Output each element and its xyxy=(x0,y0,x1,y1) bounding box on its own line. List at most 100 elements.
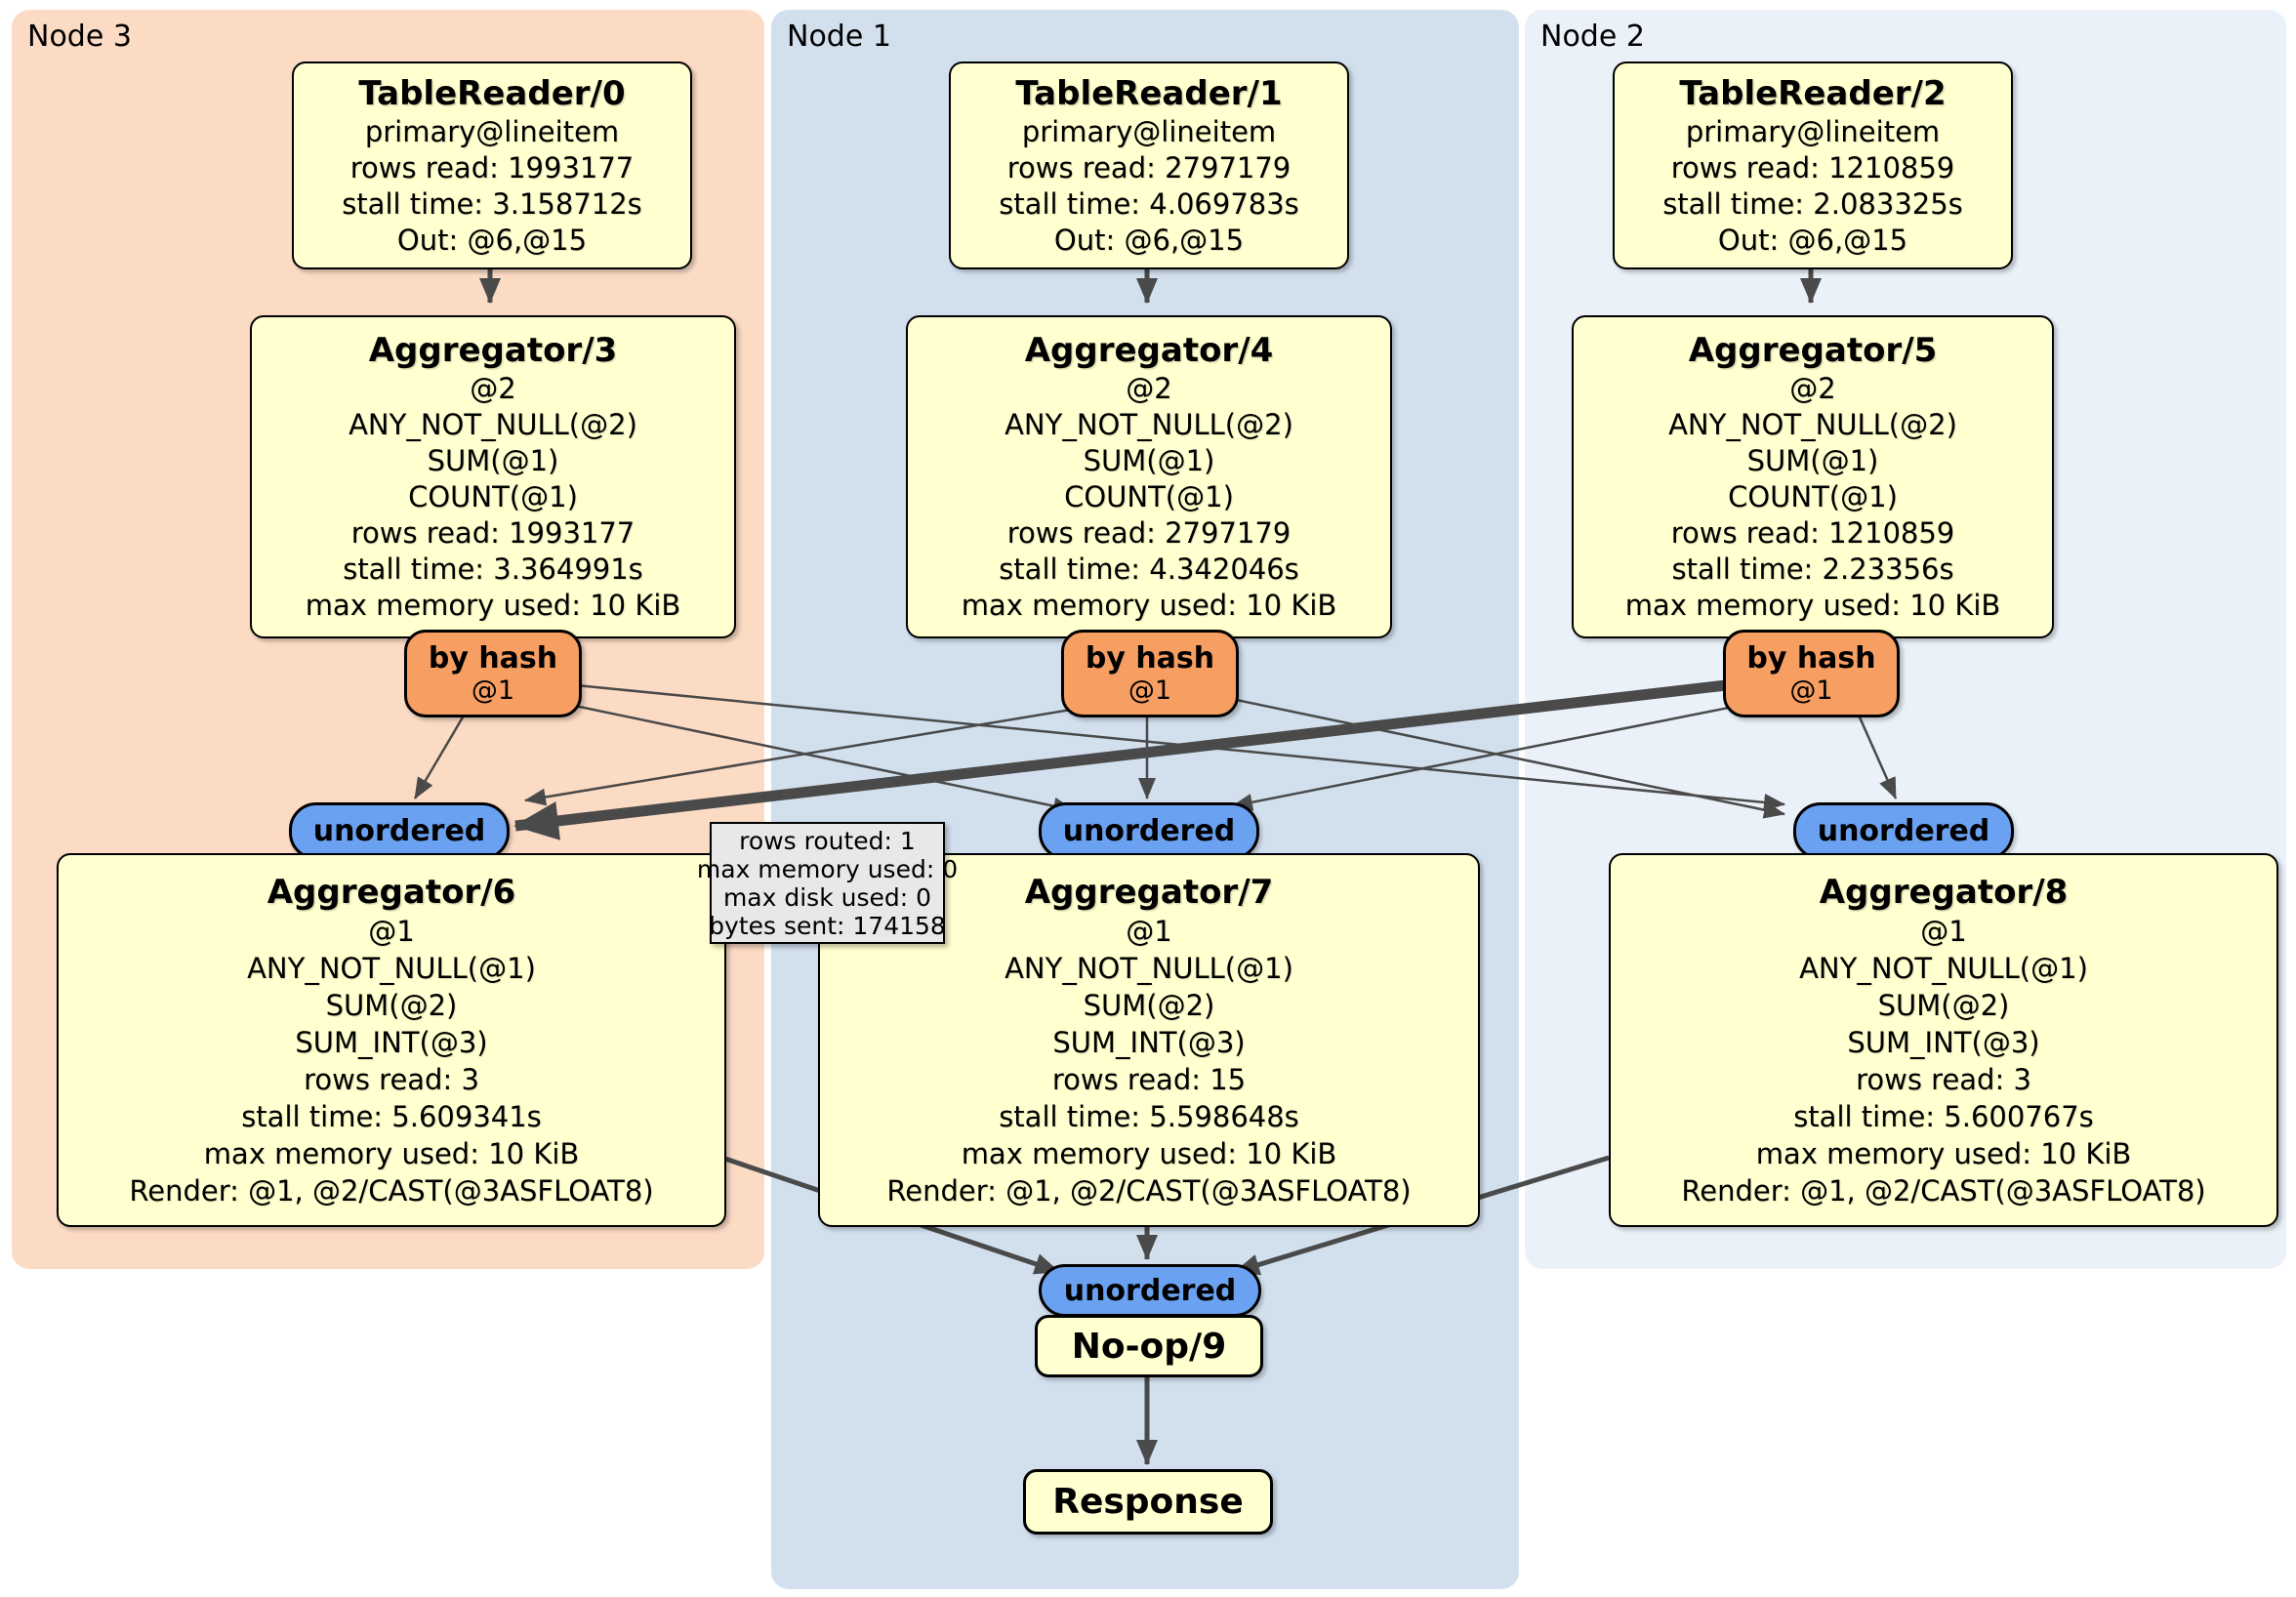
processor-noop-9[interactable]: No-op/9 xyxy=(1035,1315,1263,1377)
edge-stats-tooltip: rows routed: 1 max memory used: 0 max di… xyxy=(697,822,958,944)
stat-line: @1 xyxy=(1126,914,1172,948)
stat-line: max memory used: 10 KiB xyxy=(305,589,681,622)
stat-line: @2 xyxy=(1789,372,1836,405)
sync-unordered-n3[interactable]: unordered xyxy=(289,802,510,860)
stat-line: COUNT(@1) xyxy=(1064,480,1234,513)
stat-line: ANY_NOT_NULL(@2) xyxy=(1004,408,1293,441)
tooltip-line: max memory used: 0 xyxy=(696,854,959,883)
stat-line: ANY_NOT_NULL(@1) xyxy=(1799,951,2088,985)
sync-label: unordered xyxy=(1062,814,1236,848)
sync-unordered-n1[interactable]: unordered xyxy=(1039,802,1259,860)
stat-line: max memory used: 10 KiB xyxy=(961,1136,1337,1170)
response-box[interactable]: Response xyxy=(1023,1469,1273,1535)
stat-line: SUM_INT(@3) xyxy=(1847,1025,2040,1059)
stat-line: rows read: 2797179 xyxy=(1006,516,1292,550)
processor-aggregator-3[interactable]: Aggregator/3 @2 ANY_NOT_NULL(@2) SUM(@1)… xyxy=(250,315,736,638)
processor-title: Aggregator/4 xyxy=(1024,331,1274,370)
processor-aggregator-4[interactable]: Aggregator/4 @2 ANY_NOT_NULL(@2) SUM(@1)… xyxy=(906,315,1392,638)
processor-aggregator-5[interactable]: Aggregator/5 @2 ANY_NOT_NULL(@2) SUM(@1)… xyxy=(1572,315,2054,638)
stat-line: SUM(@1) xyxy=(1746,444,1879,477)
router-label: by hash xyxy=(1746,641,1876,676)
stat-line: Out: @6,@15 xyxy=(1053,223,1245,257)
router-detail: @1 xyxy=(471,676,515,706)
stat-line: COUNT(@1) xyxy=(408,480,578,513)
stat-line: @2 xyxy=(470,372,516,405)
router-detail: @1 xyxy=(1128,676,1172,706)
stat-line: SUM(@2) xyxy=(1877,988,2010,1022)
processor-title: TableReader/0 xyxy=(358,73,626,113)
stat-line: max memory used: 10 KiB xyxy=(203,1136,580,1170)
sync-label: unordered xyxy=(312,814,486,848)
stat-line: SUM(@1) xyxy=(1083,444,1215,477)
stat-line: stall time: 2.083325s xyxy=(1662,186,1963,221)
stat-line: SUM(@1) xyxy=(427,444,559,477)
processor-tablereader-1[interactable]: TableReader/1 primary@lineitem rows read… xyxy=(949,61,1349,269)
stat-line: max memory used: 10 KiB xyxy=(1624,589,2001,622)
stat-line: ANY_NOT_NULL(@2) xyxy=(348,408,637,441)
stat-line: stall time: 4.342046s xyxy=(999,553,1299,586)
stat-line: @1 xyxy=(1920,914,1967,948)
sync-unordered-final[interactable]: unordered xyxy=(1039,1264,1261,1317)
processor-tablereader-2[interactable]: TableReader/2 primary@lineitem rows read… xyxy=(1613,61,2013,269)
stat-line: ANY_NOT_NULL(@1) xyxy=(247,951,536,985)
stat-line: SUM_INT(@3) xyxy=(1052,1025,1246,1059)
router-byhash-n2[interactable]: by hash @1 xyxy=(1723,630,1900,717)
edge-byhash-n1-to-unordered-n2[interactable] xyxy=(1221,695,1785,819)
router-byhash-n1[interactable]: by hash @1 xyxy=(1061,630,1239,717)
node2-label: Node 2 xyxy=(1540,20,1645,54)
stat-line: SUM(@2) xyxy=(325,988,458,1022)
processor-title: Aggregator/7 xyxy=(1024,872,1274,912)
stat-line: stall time: 5.609341s xyxy=(241,1099,542,1133)
edge-byhash-n3-to-unordered-n1[interactable] xyxy=(551,699,1075,815)
sync-unordered-n2[interactable]: unordered xyxy=(1793,802,2014,860)
processor-aggregator-6[interactable]: Aggregator/6 @1 ANY_NOT_NULL(@1) SUM(@2)… xyxy=(57,853,726,1227)
processor-tablereader-0[interactable]: TableReader/0 primary@lineitem rows read… xyxy=(292,61,692,269)
edge-byhash-n3-to-unordered-n3[interactable] xyxy=(413,710,469,799)
stat-line: Render: @1, @2/CAST(@3ASFLOAT8) xyxy=(129,1173,654,1208)
stat-line: stall time: 3.364991s xyxy=(343,553,643,586)
stat-line: stall time: 5.598648s xyxy=(999,1099,1299,1133)
processor-title: No-op/9 xyxy=(1071,1326,1227,1367)
stat-line: stall time: 5.600767s xyxy=(1793,1099,2094,1133)
processor-title: Aggregator/6 xyxy=(266,872,516,912)
tooltip-line: rows routed: 1 xyxy=(739,826,916,855)
processor-title: TableReader/1 xyxy=(1015,73,1283,113)
node1-label: Node 1 xyxy=(787,20,891,54)
edge-byhash-n2-to-unordered-n3[interactable] xyxy=(513,679,1727,840)
stat-line: ANY_NOT_NULL(@2) xyxy=(1668,408,1957,441)
processor-title: Aggregator/3 xyxy=(368,331,618,370)
edge-byhash-n2-to-unordered-n2[interactable] xyxy=(1855,710,1898,799)
processor-aggregator-7[interactable]: Aggregator/7 @1 ANY_NOT_NULL(@1) SUM(@2)… xyxy=(818,853,1480,1227)
stat-line: Render: @1, @2/CAST(@3ASFLOAT8) xyxy=(886,1173,1412,1208)
stat-line: @2 xyxy=(1126,372,1172,405)
tooltip-line: bytes sent: 174158 xyxy=(709,911,946,940)
router-byhash-n3[interactable]: by hash @1 xyxy=(404,630,582,717)
stat-line: ANY_NOT_NULL(@1) xyxy=(1004,951,1293,985)
stat-line: rows read: 3 xyxy=(304,1062,479,1096)
stat-line: rows read: 1210859 xyxy=(1670,516,1955,550)
sync-label: unordered xyxy=(1063,1273,1237,1308)
stat-line: @1 xyxy=(368,914,415,948)
processor-title: Aggregator/5 xyxy=(1688,331,1938,370)
stat-line: rows read: 2797179 xyxy=(1006,150,1292,184)
router-detail: @1 xyxy=(1789,676,1833,706)
stat-line: primary@lineitem xyxy=(1685,114,1941,148)
node3-label: Node 3 xyxy=(27,20,132,54)
sync-label: unordered xyxy=(1817,814,1990,848)
stat-line: rows read: 15 xyxy=(1051,1062,1247,1096)
stat-line: SUM(@2) xyxy=(1083,988,1215,1022)
stat-line: SUM_INT(@3) xyxy=(295,1025,488,1059)
edge-byhash-n2-to-unordered-n1[interactable] xyxy=(1231,703,1744,811)
router-label: by hash xyxy=(1085,641,1215,676)
processor-title: TableReader/2 xyxy=(1679,73,1947,113)
stat-line: rows read: 3 xyxy=(1856,1062,2031,1096)
processor-title: Aggregator/8 xyxy=(1819,872,2069,912)
stat-line: max memory used: 10 KiB xyxy=(961,589,1337,622)
stat-line: primary@lineitem xyxy=(364,114,620,148)
edge-byhash-n1-to-unordered-n3[interactable] xyxy=(524,705,1089,806)
stat-line: Out: @6,@15 xyxy=(1717,223,1908,257)
processor-aggregator-8[interactable]: Aggregator/8 @1 ANY_NOT_NULL(@1) SUM(@2)… xyxy=(1609,853,2278,1227)
tooltip-line: max disk used: 0 xyxy=(722,882,932,912)
router-label: by hash xyxy=(428,641,558,676)
